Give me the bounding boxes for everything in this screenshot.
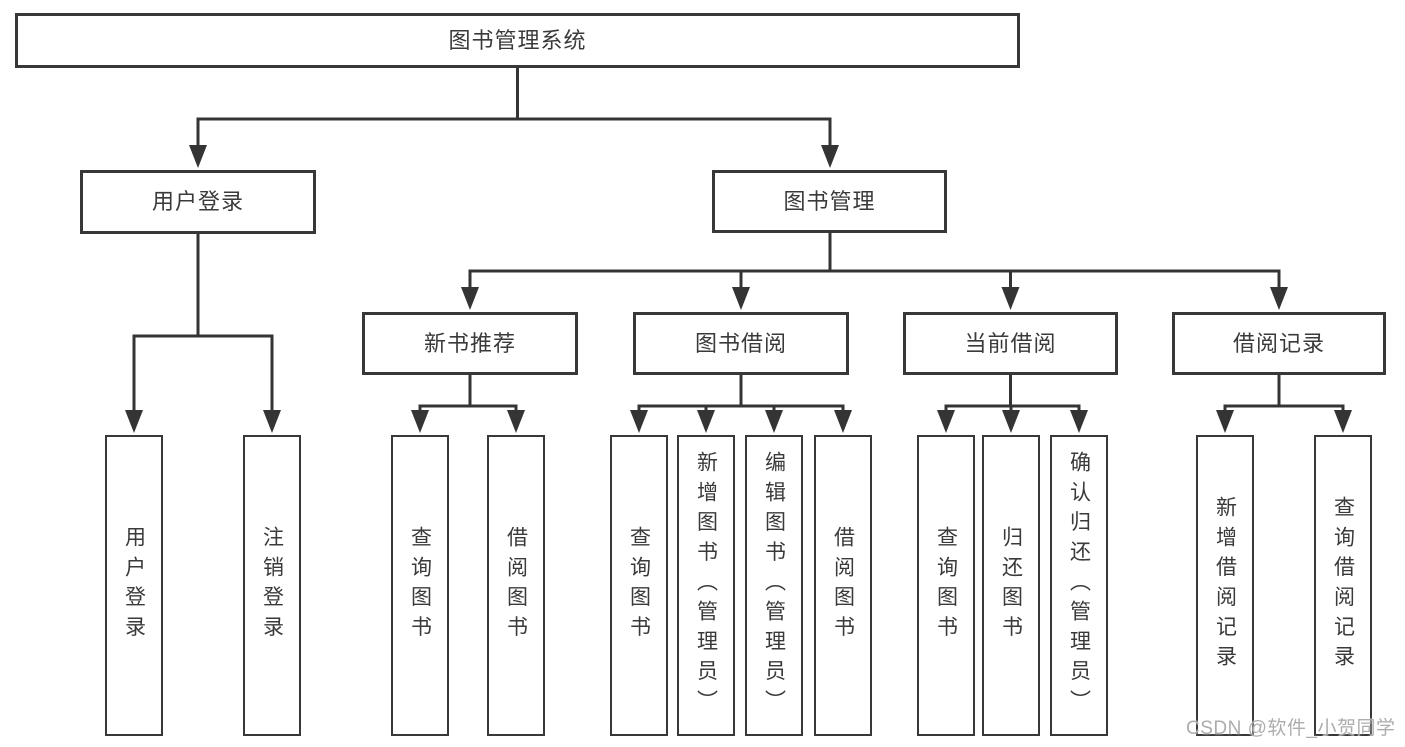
leaf-return-book: 归还图书 [982,435,1040,736]
leaf-query-books-borrow: 查询图书 [610,435,668,736]
leaf-confirm-return-admin: 确认归还（管理员） [1050,435,1108,736]
node-new-book-recommend: 新书推荐 [362,312,578,375]
leaf-logout-login: 注销登录 [243,435,301,736]
arrowheads [125,145,1352,433]
leaf-add-borrow-record: 新增借阅记录 [1196,435,1254,736]
connector-root-to-branches [196,66,832,158]
leaf-user-login: 用户登录 [105,435,163,736]
node-borrow-records: 借阅记录 [1172,312,1386,375]
connector-user-login-subtree [132,231,274,423]
csdn-watermark: CSDN @软件_小贺同学 [1186,718,1396,739]
leaf-query-books-current: 查询图书 [917,435,975,736]
node-user-login: 用户登录 [80,170,316,234]
connector-book-mgmt-subtree [468,231,1281,300]
leaf-add-book-admin: 新增图书（管理员） [677,435,735,736]
node-book-borrow: 图书借阅 [633,312,849,375]
connector-new-book-subtree [418,373,518,423]
node-book-management: 图书管理 [712,170,947,233]
leaf-borrow-books: 借阅图书 [814,435,872,736]
connector-borrow-records-subtree [1223,373,1345,423]
leaf-edit-book-admin: 编辑图书（管理员） [745,435,803,736]
node-current-borrow: 当前借阅 [903,312,1118,375]
leaf-query-borrow-record: 查询借阅记录 [1314,435,1372,736]
leaf-borrow-books-recommend: 借阅图书 [487,435,545,736]
leaf-query-books-recommend: 查询图书 [391,435,449,736]
connector-book-borrow-subtree [637,373,845,423]
node-root: 图书管理系统 [15,13,1020,68]
